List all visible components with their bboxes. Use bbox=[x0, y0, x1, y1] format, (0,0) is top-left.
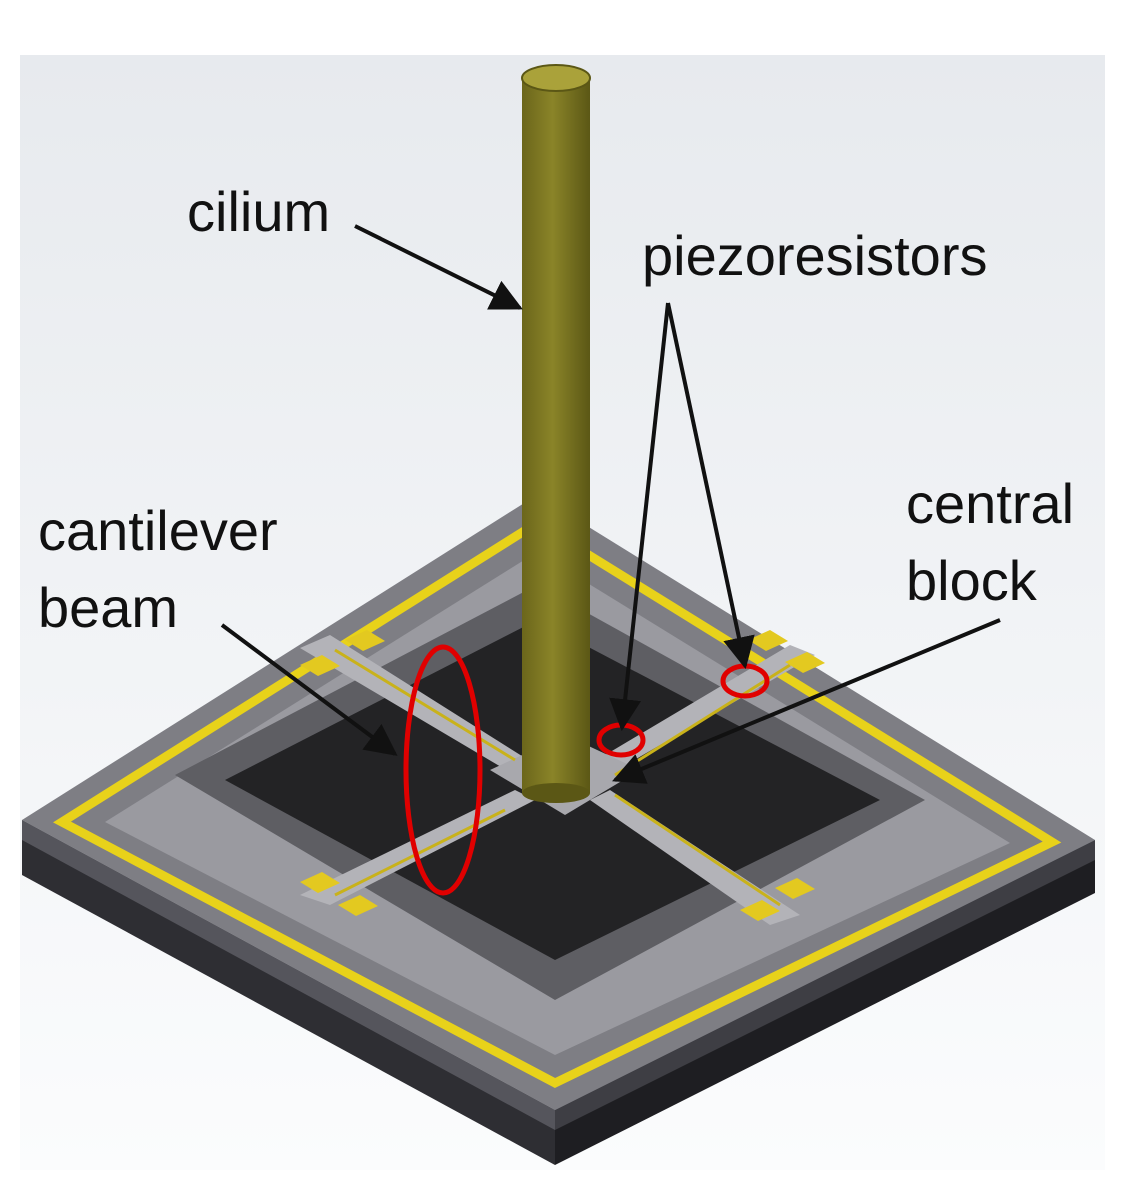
cilium-base bbox=[522, 783, 590, 803]
cantilever-beam-label-line1: cantilever bbox=[38, 499, 278, 562]
cilium-arrow bbox=[354, 224, 523, 310]
pad-7 bbox=[775, 878, 815, 899]
trace-ul bbox=[334, 648, 516, 762]
beam-upper-left bbox=[300, 635, 560, 790]
chip-side-right-top-band bbox=[555, 840, 1095, 1130]
central-block-label-line1: central bbox=[906, 472, 1074, 535]
central-block-arrow bbox=[612, 618, 1001, 784]
pad-1 bbox=[300, 655, 340, 676]
chip-side-left-top-band bbox=[22, 820, 555, 1130]
central-block-label-line2: block bbox=[906, 549, 1038, 612]
cantilever-beam-label-line2: beam bbox=[38, 576, 178, 639]
cilium-body bbox=[522, 78, 590, 793]
pad-4 bbox=[338, 895, 378, 916]
pad-8 bbox=[740, 900, 780, 921]
cilium-top bbox=[521, 64, 591, 92]
arrows bbox=[220, 224, 1001, 784]
cilium-label: cilium bbox=[187, 180, 330, 243]
beam-lower-right bbox=[590, 790, 800, 925]
pad-2 bbox=[345, 630, 385, 651]
pad-5 bbox=[748, 630, 788, 651]
piezo-arrow-2 bbox=[666, 302, 755, 670]
piezo-arrow-1 bbox=[609, 302, 670, 732]
pad-3 bbox=[300, 872, 340, 893]
trace-lr bbox=[614, 793, 781, 907]
cilium-pillar bbox=[521, 64, 591, 803]
gold-ring bbox=[53, 517, 1062, 1089]
cantilever-arrow bbox=[220, 623, 398, 756]
cantilever-highlight-circle bbox=[403, 644, 483, 896]
piezoresistors-label: piezoresistors bbox=[642, 224, 987, 287]
pad-6 bbox=[785, 652, 825, 673]
